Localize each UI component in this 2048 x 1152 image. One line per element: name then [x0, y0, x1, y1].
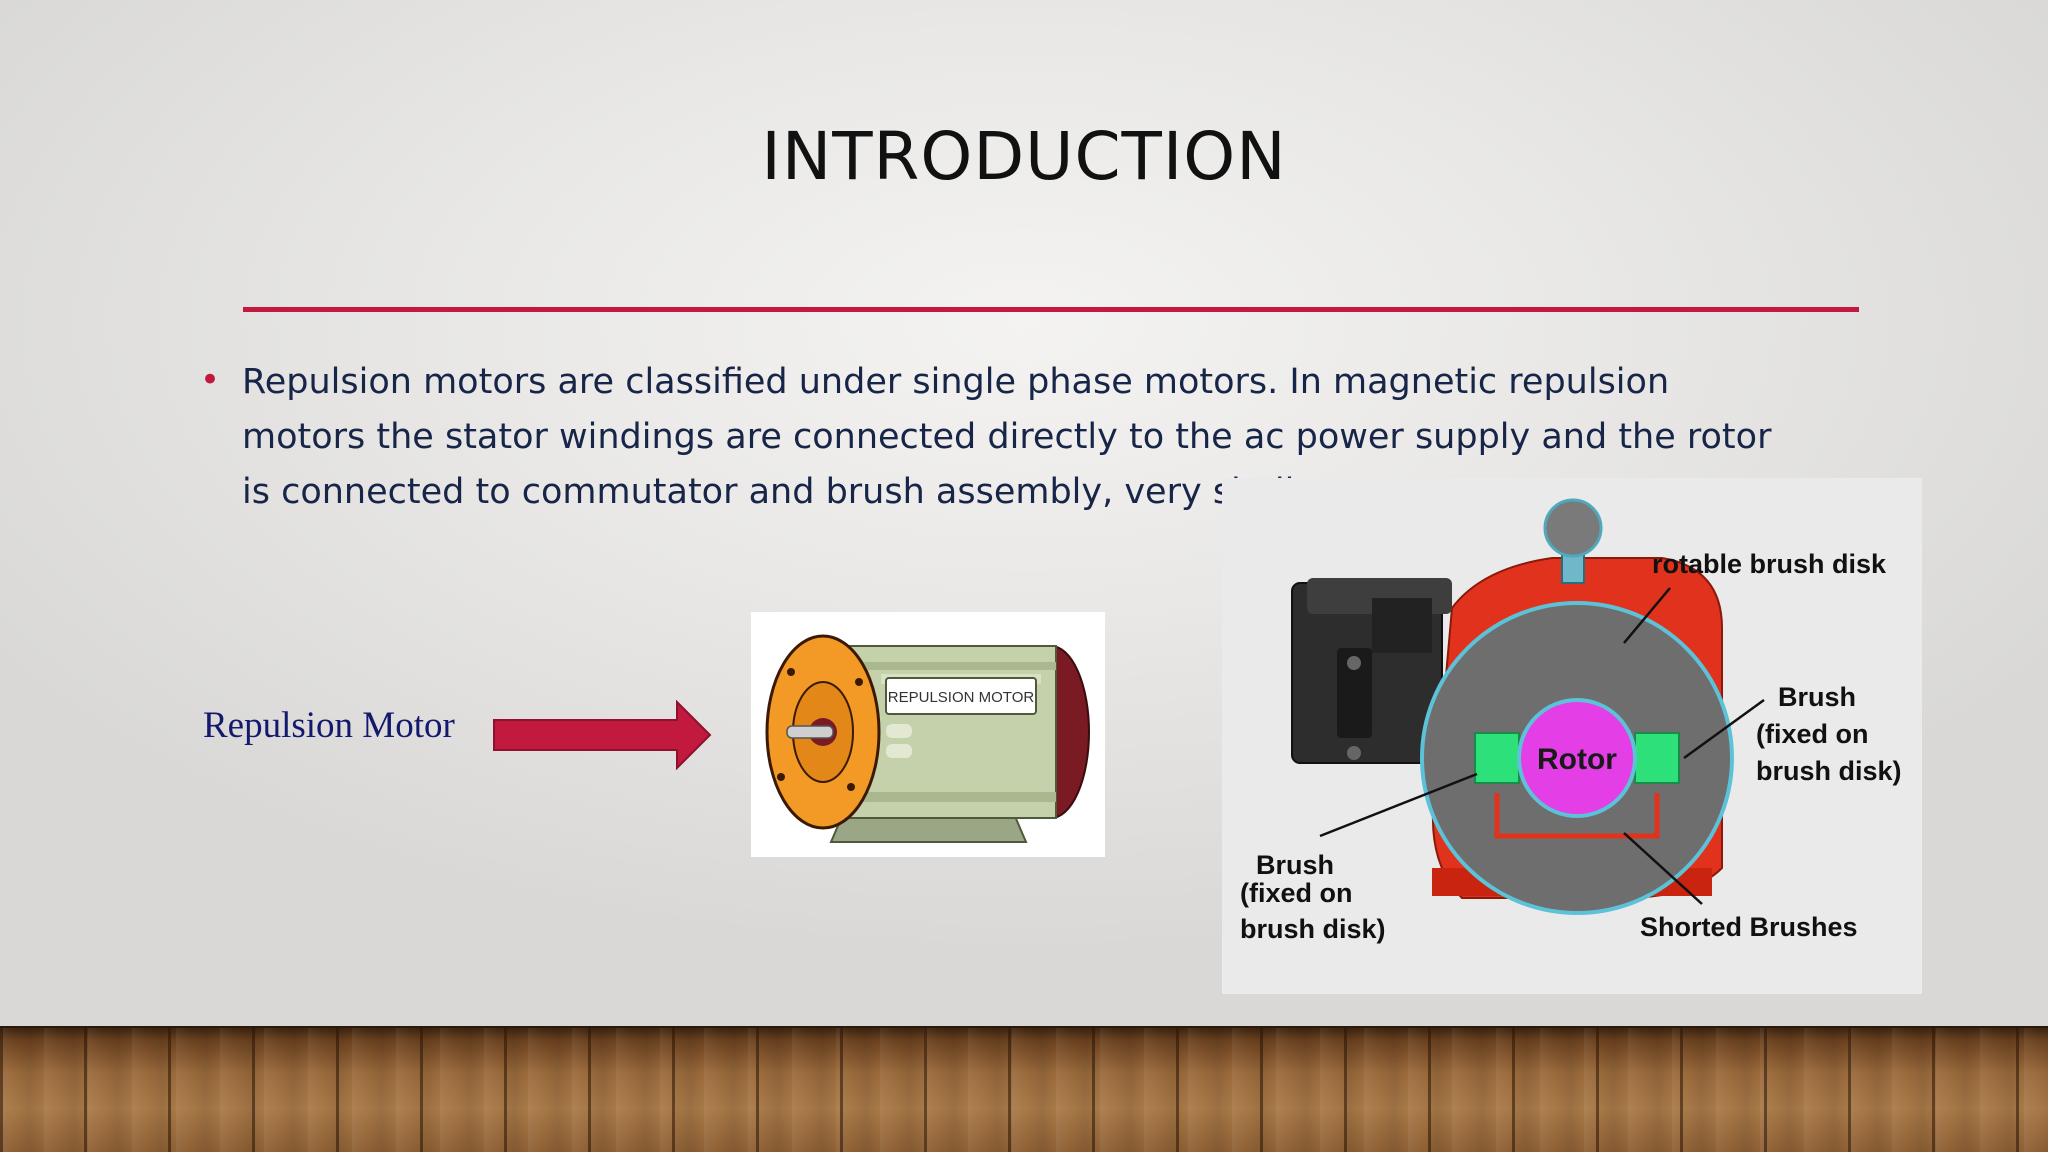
brush-right-label-line1: Brush — [1778, 682, 1856, 712]
brush-left-label-line1: Brush — [1256, 850, 1334, 880]
rotable-brush-disk-label: rotable brush disk — [1652, 549, 1887, 579]
bullet-text: Repulsion motors are classified under si… — [242, 362, 1772, 512]
right-arrow-icon — [493, 700, 712, 770]
rotor-label: Rotor — [1537, 743, 1617, 776]
brush-left-label-line2: (fixed on — [1240, 878, 1353, 908]
shorted-brushes-label: Shorted Brushes — [1640, 912, 1858, 942]
repulsion-motor-diagram: Rotor rotable brush disk Brush (fixed on… — [1222, 478, 1922, 994]
brush-right-label-line2: (fixed on — [1756, 719, 1869, 749]
brush-left-label-line3: brush disk) — [1240, 914, 1386, 944]
brush-right-label-line3: brush disk) — [1756, 756, 1902, 786]
slide-title: INTRODUCTION — [761, 118, 1287, 195]
motor-nameplate: REPULSION MOTOR — [888, 689, 1035, 706]
repulsion-motor-image: REPULSION MOTOR — [751, 612, 1105, 857]
wood-floor-decoration — [0, 1028, 2048, 1152]
title-divider — [243, 307, 1859, 312]
bullet-marker: • — [200, 360, 221, 400]
image-caption: Repulsion Motor — [203, 705, 455, 746]
